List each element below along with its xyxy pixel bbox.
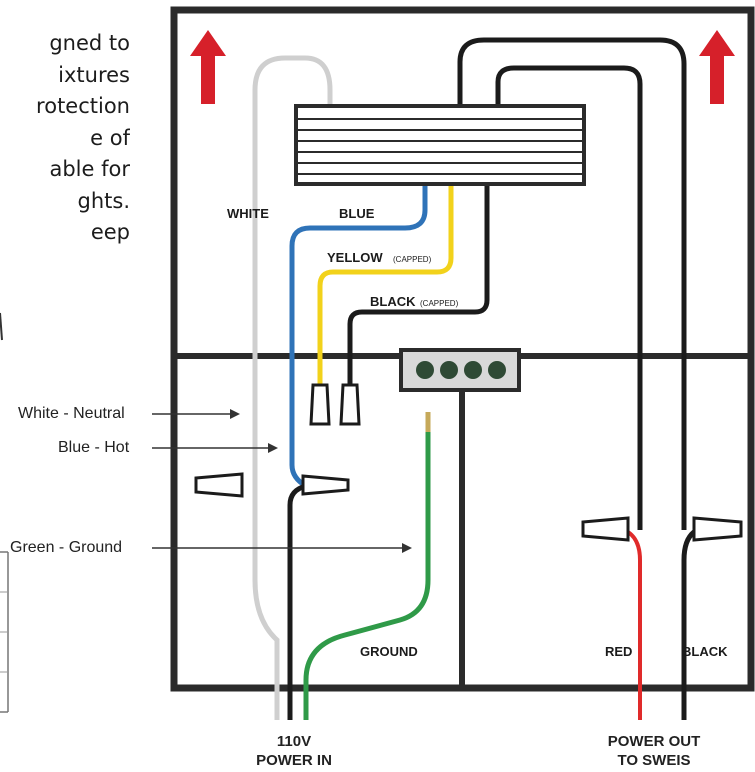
white-wire-label: WHITE (227, 206, 269, 221)
wire-nut-icon (339, 383, 361, 426)
callout-arrow (152, 443, 278, 453)
red-wire-label: RED (605, 644, 632, 659)
intro-line: ixtures (58, 62, 130, 87)
black-out-wire-inner (495, 65, 643, 530)
callout-white-neutral: White - Neutral (18, 405, 125, 422)
intro-line: able for (49, 157, 130, 181)
yellow-wire-label: YELLOW (327, 250, 383, 265)
black-out-wire-label: BLACK (682, 644, 728, 659)
green-ground-wire (303, 430, 431, 720)
power-out-line2: TO SWEIS (617, 752, 691, 769)
yellow-wire-note: (CAPPED) (393, 255, 432, 264)
cutoff-table-fragment (0, 312, 9, 713)
blue-wire-label: BLUE (339, 206, 375, 221)
wire-nut-icon (581, 516, 630, 542)
black-capped-wire (347, 184, 490, 385)
intro-text-fragment: gned to ixtures rotection e of able for … (0, 28, 130, 249)
blue-wire (289, 184, 428, 489)
wire-nut-icon (692, 516, 743, 542)
callout-arrow (152, 543, 412, 553)
callout-blue-hot: Blue - Hot (58, 439, 130, 456)
terminal-block (399, 348, 521, 392)
wire-nut-icon (301, 474, 350, 496)
wire-nut-icon (309, 383, 331, 426)
power-out-line1: POWER OUT (607, 733, 701, 750)
power-out-label: POWER OUT TO SWEIS (580, 732, 728, 770)
up-arrow-icon (190, 30, 226, 104)
red-output-wire (626, 530, 642, 720)
black-out-wire-outer (457, 37, 687, 530)
intro-line: e of (90, 125, 130, 150)
black-wire-label: BLACK (370, 294, 416, 309)
intro-line: rotection (36, 94, 130, 118)
ground-wire-label: GROUND (360, 644, 418, 659)
power-in-line1: 110V (276, 733, 312, 750)
ballast (294, 104, 586, 186)
black-output-wire (681, 530, 696, 720)
intro-line: ghts. (77, 188, 131, 213)
yellow-wire (317, 184, 454, 385)
intro-line: gned to (49, 31, 130, 55)
wire-nut-icon (194, 472, 244, 498)
power-in-line2: POWER IN (256, 752, 332, 769)
callout-arrow (152, 409, 240, 419)
intro-line: eep (90, 220, 130, 244)
power-in-label: 110V POWER IN (232, 732, 356, 770)
up-arrow-icon (699, 30, 735, 104)
white-wire (252, 55, 333, 720)
black-wire-note: (CAPPED) (420, 299, 459, 308)
callout-green-ground: Green - Ground (10, 539, 123, 556)
